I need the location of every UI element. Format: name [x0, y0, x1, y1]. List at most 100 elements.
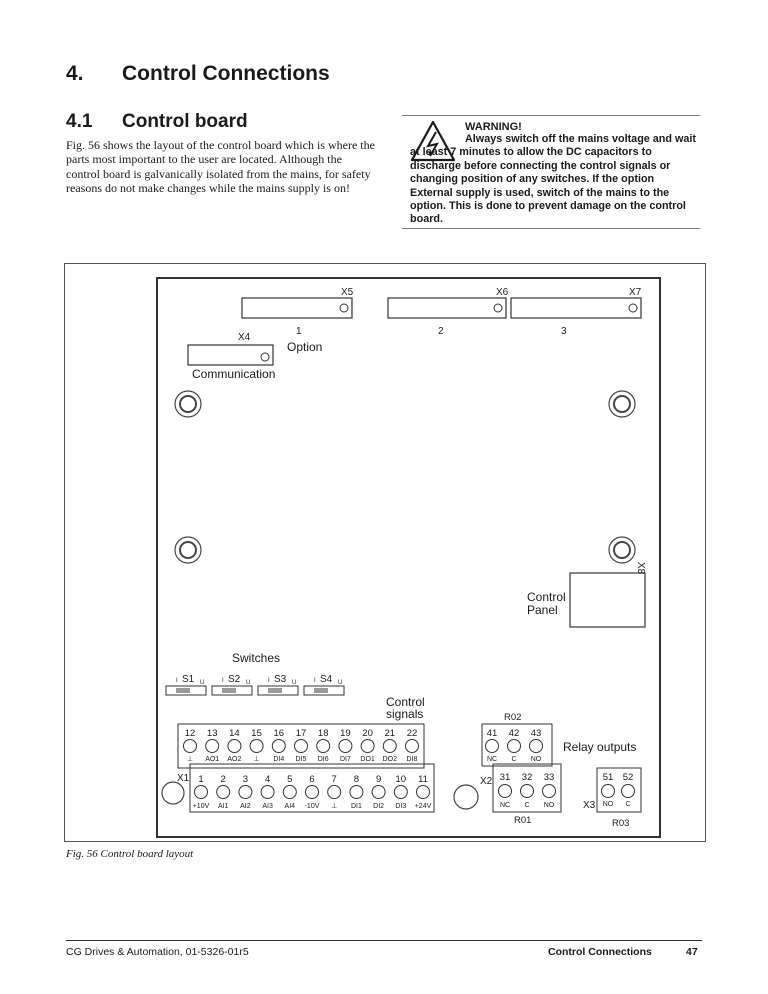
terminal-screw	[260, 785, 275, 799]
label-x1: X1	[177, 773, 190, 784]
label-x2: X2	[480, 776, 493, 787]
footer-company: CG Drives & Automation, 01-5326-01r5	[66, 946, 249, 958]
terminal-screw	[216, 785, 231, 799]
terminal-number: 13	[207, 728, 218, 739]
relay-number: 32	[522, 772, 533, 783]
control-signals-label-2: signals	[386, 707, 423, 721]
option-label: Option	[287, 340, 322, 354]
terminal-number: 3	[243, 774, 248, 785]
terminal-number: 21	[385, 728, 396, 739]
label-x4: X4	[238, 332, 251, 343]
terminal-number: 12	[185, 728, 196, 739]
control-signals-label-1: Control	[386, 695, 425, 709]
control-panel-area	[569, 572, 646, 628]
switch-pos-right: U	[338, 680, 342, 686]
option-slot-1: 1	[296, 326, 302, 337]
switches-label: Switches	[232, 651, 280, 665]
control-board-outline	[156, 277, 661, 838]
terminal-signal: AI2	[240, 803, 251, 810]
option-slot-2: 2	[438, 326, 444, 337]
footer-chapter-title: Control Connections	[548, 946, 652, 958]
terminal-number: 9	[376, 774, 381, 785]
relay-signal: C	[524, 802, 529, 809]
r02-label: R02	[504, 712, 521, 723]
figure-caption: Fig. 56 Control board layout	[66, 848, 194, 860]
label-x6: X6	[496, 287, 509, 298]
label-x8: X8	[635, 562, 646, 575]
relay-signal: NO	[531, 756, 542, 763]
relay-signal: NO	[544, 802, 555, 809]
terminal-number: 4	[265, 774, 270, 785]
terminal-signal: AI4	[285, 803, 296, 810]
relay-number: 42	[509, 728, 520, 739]
relay-number: 33	[544, 772, 555, 783]
chapter-title: Control Connections	[122, 62, 330, 85]
terminal-screw	[371, 785, 386, 799]
label-x3: X3	[583, 800, 596, 811]
relay-outputs-label: Relay outputs	[563, 740, 636, 754]
relay-screw	[621, 784, 635, 798]
control-panel-label-1: Control	[527, 590, 566, 604]
switch-body	[303, 685, 345, 696]
terminal-number: 2	[221, 774, 226, 785]
relay-signal: C	[625, 801, 630, 808]
terminal-signal: ⊥	[187, 756, 193, 763]
connector-x6-pin	[493, 303, 503, 313]
relay-signal: NC	[500, 802, 510, 809]
switch-pos-left: I	[176, 678, 178, 684]
relay-signal: NC	[487, 756, 497, 763]
terminal-screw	[205, 739, 220, 753]
warning-title: WARNING!	[465, 121, 522, 133]
relay-block-r02	[481, 723, 553, 767]
switch-slider	[176, 688, 190, 693]
switch-label: S4	[320, 674, 333, 685]
r03-label: R03	[612, 818, 629, 829]
relay-screw	[542, 784, 556, 798]
terminal-number: 7	[332, 774, 337, 785]
terminal-signal: AO1	[205, 756, 219, 763]
terminal-signal: DI7	[340, 756, 351, 763]
relay-number: 41	[487, 728, 498, 739]
option-slot-3: 3	[561, 326, 567, 337]
warning-box	[402, 115, 700, 229]
terminal-signal: DO1	[360, 756, 375, 763]
relay-screw	[601, 784, 615, 798]
terminal-screw	[416, 785, 430, 799]
relay-signal: C	[511, 756, 516, 763]
terminal-screw	[282, 785, 297, 799]
switch-label: S1	[182, 674, 195, 685]
terminal-signal: ⊥	[331, 803, 337, 810]
footer-divider	[66, 940, 702, 941]
relay-signal: NO	[603, 801, 614, 808]
switch-pos-right: U	[292, 680, 296, 686]
terminal-number: 17	[296, 728, 307, 739]
switch-slider	[314, 688, 328, 693]
terminal-signal: DO2	[383, 756, 398, 763]
terminal-signal: DI6	[318, 756, 329, 763]
terminal-number: 20	[362, 728, 373, 739]
chapter-heading: 4.Control Connections	[66, 62, 330, 86]
terminal-screw	[405, 739, 419, 753]
terminal-number: 10	[396, 774, 407, 785]
terminal-screw	[271, 739, 286, 753]
connector-x7	[510, 297, 642, 319]
switch-pos-left: I	[314, 678, 316, 684]
terminal-screw	[360, 739, 375, 753]
switch-slider	[222, 688, 236, 693]
page-number: 47	[686, 946, 698, 958]
label-x5: X5	[341, 287, 354, 298]
terminal-screw	[227, 739, 242, 753]
terminal-signal: DI5	[296, 756, 307, 763]
terminal-number: 8	[354, 774, 359, 785]
switch-body	[165, 685, 207, 696]
relay-screw	[485, 739, 499, 753]
top-terminals: 12⊥13AO114AO215⊥16DI417DI518DI619DI720DO…	[183, 728, 419, 763]
relay-screw	[507, 739, 521, 753]
terminal-signal: +10V	[193, 803, 210, 810]
terminal-screw	[382, 739, 397, 753]
terminal-number: 18	[318, 728, 329, 739]
terminal-number: 22	[407, 728, 418, 739]
